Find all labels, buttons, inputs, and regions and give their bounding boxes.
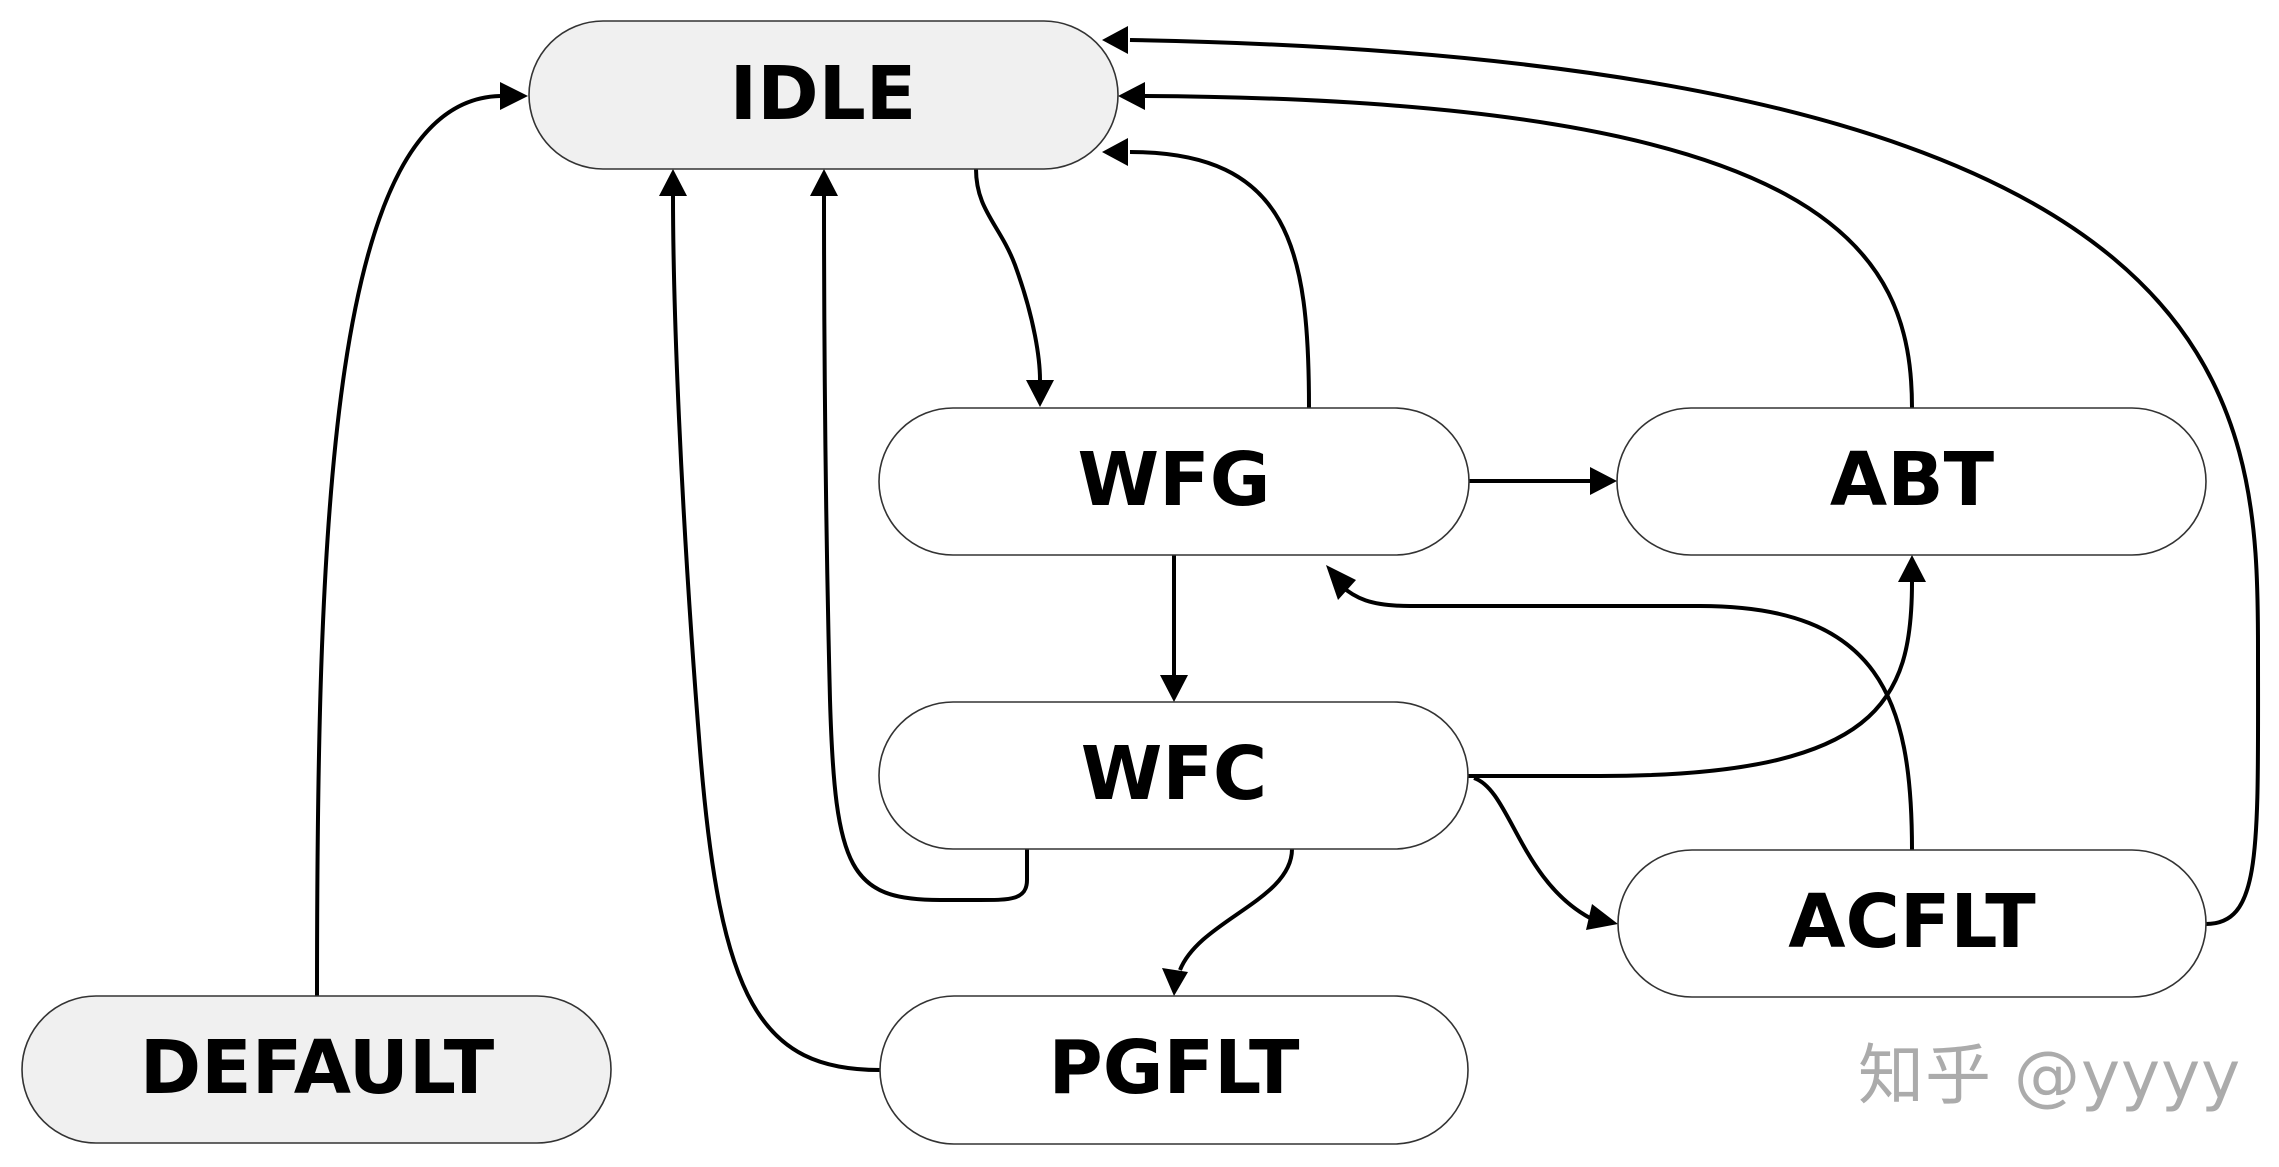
state-default[interactable]: DEFAULT [21,995,612,1144]
state-box-default [21,995,612,1144]
arrowhead-icon [1026,380,1054,407]
state-label-pgflt: PGFLT [1049,1025,1300,1111]
arrowhead-icon [1102,138,1128,166]
state-label-acflt: ACFLT [1788,879,2036,965]
state-box-wfc [878,701,1469,850]
state-box-pgflt [879,995,1469,1145]
state-box-idle [528,20,1119,170]
edge-abt-to-idle [1144,94,1914,409]
state-label-abt: ABT [1830,437,1995,523]
state-box-acflt [1617,849,2207,998]
watermark: 知乎 @yyyy [1858,1037,2242,1114]
arrowhead-icon [1118,82,1145,110]
arrowhead-icon [659,169,687,196]
state-label-wfg: WFG [1078,437,1271,523]
arrowhead-icon [1590,467,1617,495]
state-wfg[interactable]: WFG [878,407,1470,556]
edges [315,26,2261,1072]
edge-wfc-to-idle [822,195,1029,902]
edge-default-to-idle [315,94,501,997]
edge-acflt-to-wfg [1338,583,1914,851]
edge-idle-to-wfg [974,168,1042,381]
edge-pgflt-to-idle [671,195,881,1072]
arrowhead-icon [1898,555,1926,582]
state-pgflt[interactable]: PGFLT [879,995,1469,1145]
state-wfc[interactable]: WFC [878,701,1469,850]
state-label-idle: IDLE [730,51,917,137]
arrowhead-icon [500,82,528,110]
edge-acflt-to-idle [1129,38,2261,926]
state-box-wfg [878,407,1470,556]
arrowhead-icon [1586,904,1618,930]
arrowhead-icon [810,169,838,196]
state-label-wfc: WFC [1081,731,1267,817]
edge-wfg-to-idle [1129,150,1311,409]
arrowhead-icon [1160,675,1188,702]
arrowhead-icon [1102,26,1128,54]
arrowhead-icon [1326,565,1356,600]
edge-wfc-to-acflt [1473,776,1591,920]
state-acflt[interactable]: ACFLT [1617,849,2207,998]
state-box-abt [1616,407,2207,556]
state-idle[interactable]: IDLE [528,20,1119,170]
edge-wfc-to-abt [1468,581,1914,778]
state-abt[interactable]: ABT [1616,407,2207,556]
edge-wfc-to-pgflt [1178,848,1294,971]
state-label-default: DEFAULT [140,1025,495,1111]
arrowhead-icon [1162,968,1188,996]
